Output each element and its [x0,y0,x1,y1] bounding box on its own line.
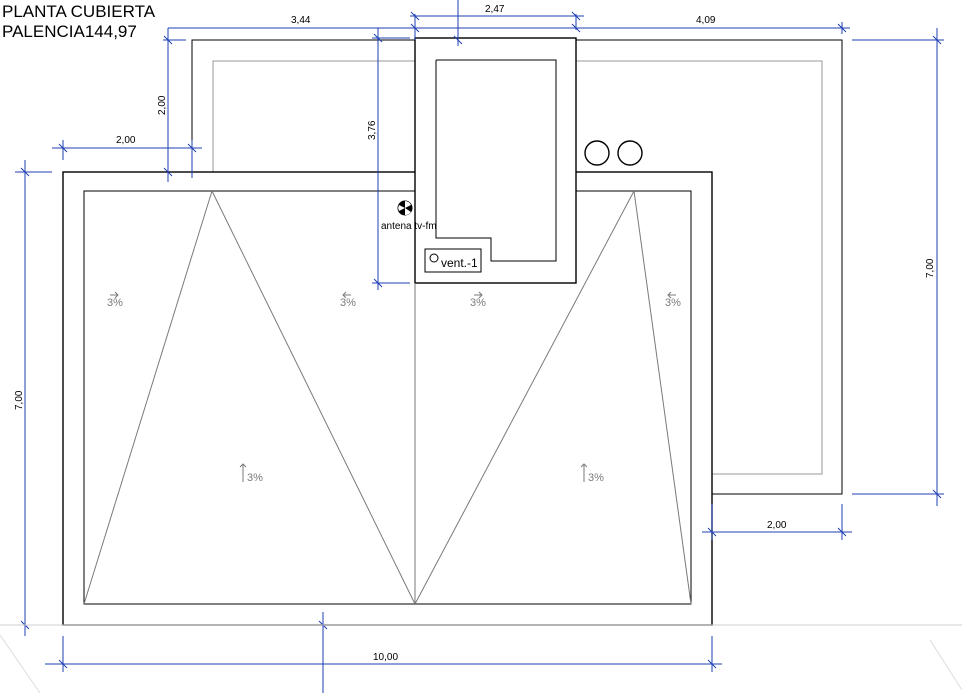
roof-slope-lines [83,190,692,605]
dim-top-left-width: 3,44 [291,15,311,26]
slope-marker-upper-left-b: 3% [340,291,356,309]
ground-diagonal [0,634,41,693]
roof-wing-outline [191,39,843,495]
slope-marker-upper-right-b: 3% [665,291,681,309]
vent-symbol-icon [429,253,439,263]
main-roof-inner-edge [83,190,692,605]
main-roof-outer-wall [62,171,713,626]
dim-top-mid-width: 2,47 [485,4,505,15]
dim-bottom-width: 10,00 [373,652,398,663]
ground-diagonal-right [929,639,962,691]
dimension-lines [15,0,944,693]
slope-marker-upper-right-a: 3% [470,291,486,309]
drawing-title-line-1: PLANTA CUBIERTA [2,2,156,21]
slope-marker-upper-left-a: 3% [107,291,123,309]
antenna-label: antena tv-fm [381,221,437,232]
dim-left-upper-height: 2,00 [157,95,168,115]
dim-top-right-width: 4,09 [696,15,716,26]
antenna-icon [397,200,413,216]
slope-marker-lower-left: 3% [239,463,263,484]
wing-outer-edge [191,39,843,495]
svg-text:3%: 3% [340,297,356,309]
wing-inner-edge [212,60,823,475]
dim-left-offset: 2,00 [116,135,136,146]
shaft-outer-wall [414,37,577,284]
vent-label: vent.-1 [441,256,478,270]
dim-right-height: 7,00 [925,258,936,278]
dim-right-offset: 2,00 [767,520,787,531]
drawing-title-line-2: PALENCIA144,97 [2,22,137,41]
svg-text:3%: 3% [247,472,263,484]
vent-label-box [424,248,482,273]
svg-text:3%: 3% [665,297,681,309]
dim-shaft-height: 3,76 [367,120,378,140]
svg-text:3%: 3% [107,297,123,309]
vent-circle-2 [617,140,643,166]
dim-left-height: 7,00 [14,390,25,410]
svg-text:3%: 3% [588,472,604,484]
svg-text:3%: 3% [470,297,486,309]
shaft-inner-edge [435,59,557,262]
slope-marker-lower-right: 3% [580,463,604,484]
vent-circle-1 [584,140,610,166]
